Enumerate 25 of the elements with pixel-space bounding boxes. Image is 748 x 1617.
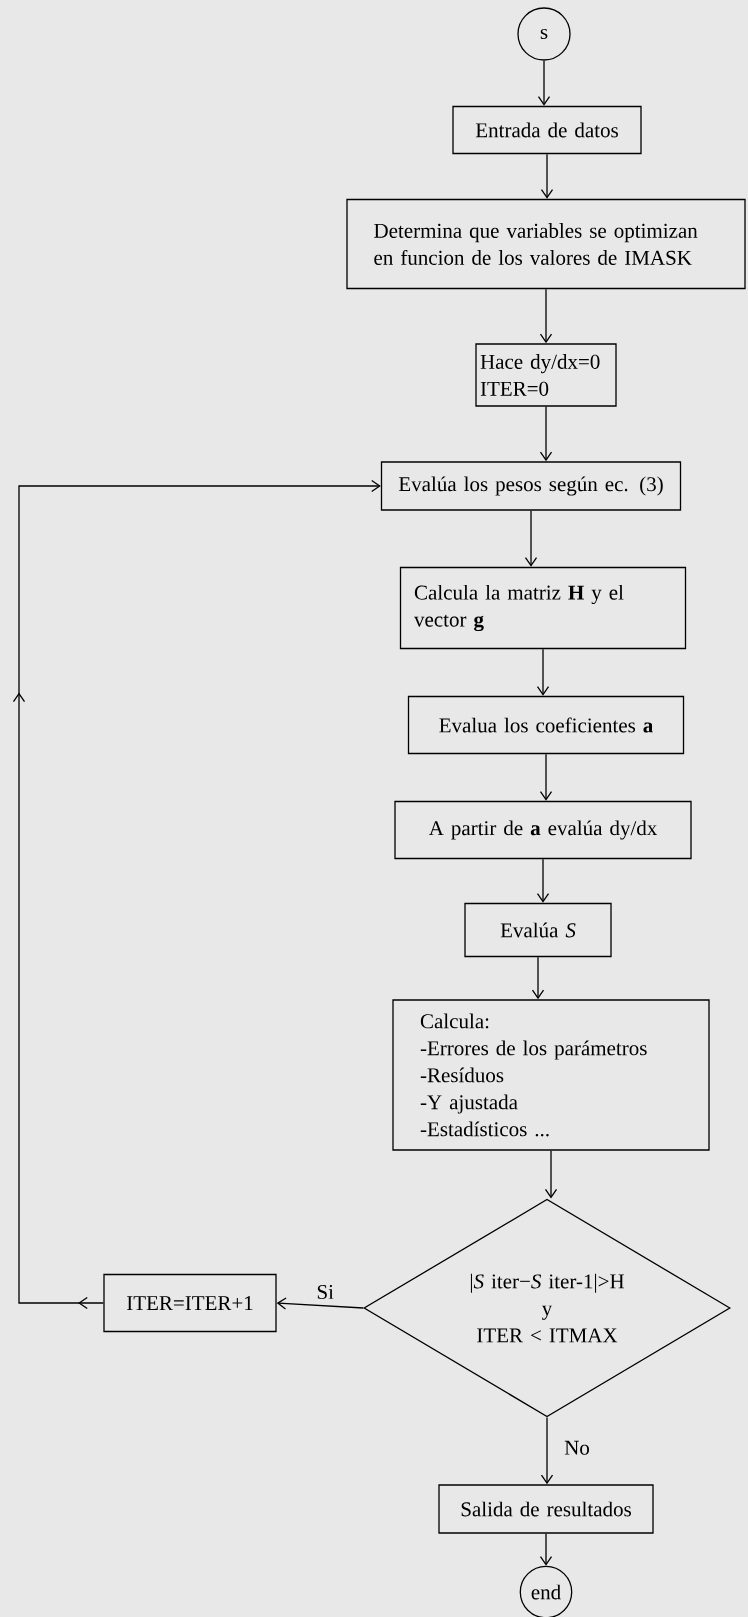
arrow <box>540 153 554 199</box>
process-box: Hace dy/dx=0 ITER=0 <box>475 343 617 407</box>
process-box: Calcula: -Errores de los parámetros -Resíduos -Y ajustada -Estadísticos ... <box>392 999 710 1151</box>
arrow <box>12 479 381 1310</box>
arrow <box>531 956 545 1000</box>
process-box: ITER=ITER+1 <box>103 1273 277 1333</box>
arrow <box>537 60 551 106</box>
process-box: Entrada de datos <box>452 105 642 155</box>
arrow <box>540 1416 554 1485</box>
arrow <box>539 1533 553 1566</box>
arrow <box>276 1297 364 1310</box>
arrow <box>544 1150 558 1199</box>
process-box: Evalua los coeficientes a <box>407 695 685 755</box>
process-box: Evalúa los pesos según ec. (3) <box>380 461 682 511</box>
process-box: Evalúa S <box>464 902 612 958</box>
arrow <box>539 753 553 801</box>
arrow <box>539 288 553 344</box>
process-box: A partir de a evalúa dy/dx <box>394 800 692 860</box>
process-box: Salida de resultados <box>438 1484 654 1534</box>
arrow <box>536 858 550 903</box>
process-box: Determina que variables se optimizan en funcion de los valores de IMASK <box>346 198 746 290</box>
arrow <box>539 406 553 462</box>
arrow <box>536 648 550 696</box>
arrow <box>524 510 538 567</box>
process-box: Calcula la matriz H y el vector g <box>399 566 687 650</box>
